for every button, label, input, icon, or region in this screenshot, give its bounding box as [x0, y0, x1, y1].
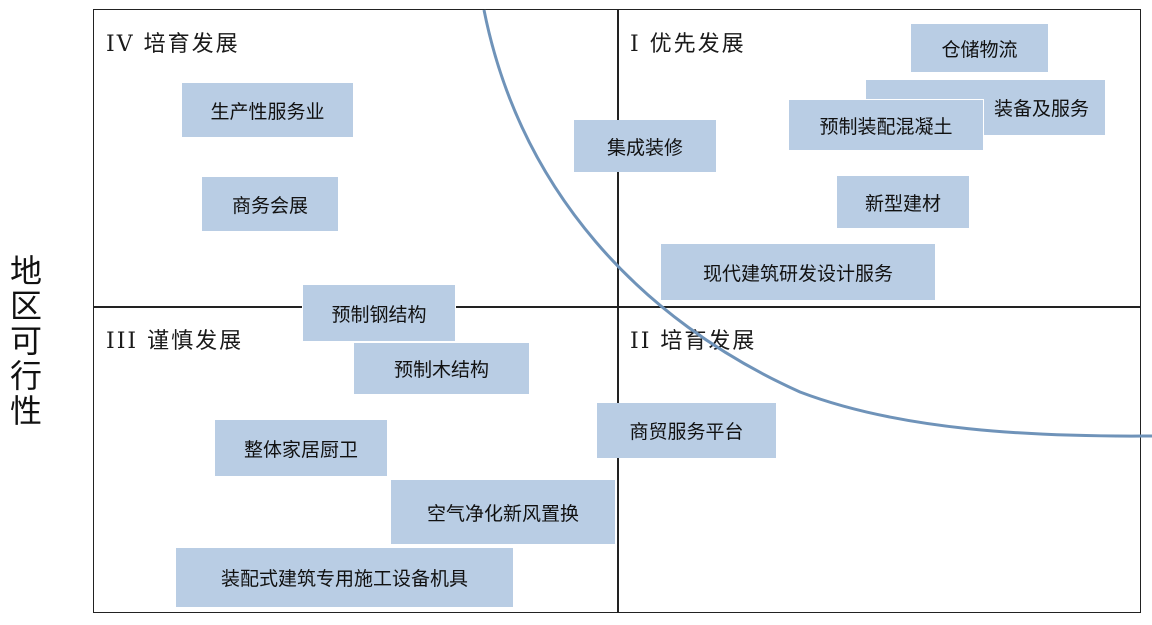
item-box-trade-service-platform: 商贸服务平台: [597, 403, 776, 458]
item-box-warehousing-logistics: 仓储物流: [911, 24, 1048, 72]
item-box-precast-wood: 预制木结构: [354, 343, 529, 394]
item-box-home-kitchen-bath: 整体家居厨卫: [215, 420, 387, 476]
y-axis-label: 地区 可行 性: [9, 252, 42, 430]
quadrant-label-i: I 优先发展: [630, 32, 746, 57]
item-box-integrated-decoration: 集成装修: [574, 120, 716, 172]
item-box-precast-concrete: 预制装配混凝土: [788, 99, 984, 151]
quadrant-label-iv: IV 培育发展: [106, 32, 240, 57]
item-box-air-purification: 空气净化新风置换: [391, 480, 615, 544]
item-box-producer-services: 生产性服务业: [182, 83, 353, 137]
item-box-new-building-materials: 新型建材: [837, 176, 969, 228]
vertical-divider: [617, 9, 619, 613]
horizontal-divider: [93, 306, 1141, 308]
item-box-construction-equipment: 装配式建筑专用施工设备机具: [176, 548, 513, 607]
item-box-precast-steel: 预制钢结构: [302, 284, 456, 342]
item-box-modern-design-services: 现代建筑研发设计服务: [661, 244, 935, 300]
quadrant-label-iii: III 谨慎发展: [106, 329, 244, 354]
item-box-business-exhibition: 商务会展: [202, 177, 338, 231]
quadrant-label-ii: II 培育发展: [630, 329, 757, 354]
